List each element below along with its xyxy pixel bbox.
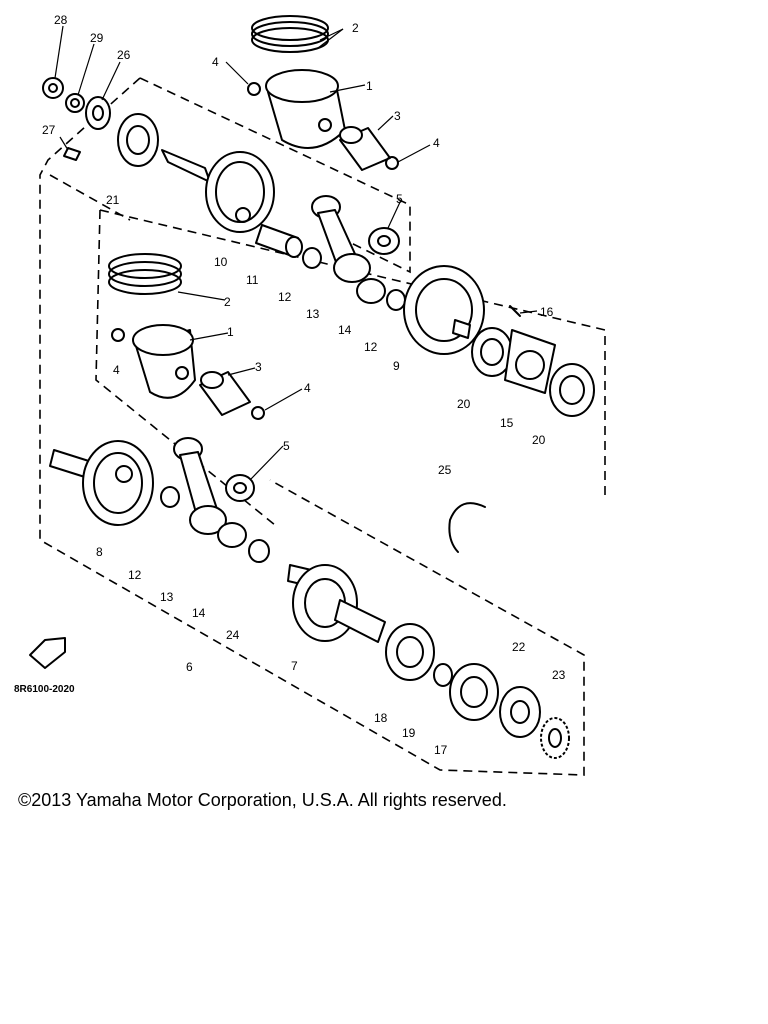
callout-9: 9	[393, 359, 400, 373]
crank-pin-11	[255, 224, 303, 258]
callout-6: 6	[186, 660, 193, 674]
crankshaft-piston-exploded-diagram: 28 29 26 27 21 2 4 1 3 4 5 10 11 12 2 13…	[14, 13, 606, 776]
callout-10: 10	[214, 255, 228, 269]
crank-half-8	[49, 440, 154, 526]
callout-8: 8	[96, 545, 103, 559]
callout-16: 16	[540, 305, 554, 319]
callout-26: 26	[117, 48, 131, 62]
callout-12-lower: 12	[128, 568, 142, 582]
oil-seal-left	[42, 77, 111, 161]
circlip-upper	[247, 82, 399, 170]
callout-12-upper-left: 12	[278, 290, 292, 304]
callout-14-upper: 14	[338, 323, 352, 337]
washer-19	[433, 663, 453, 687]
piston-upper	[265, 69, 346, 149]
washer-12-lower	[160, 486, 270, 563]
callout-28: 28	[54, 13, 68, 27]
callout-12-upper-right: 12	[364, 340, 378, 354]
bearing-14-lower	[217, 522, 247, 548]
callout-2-lower: 2	[224, 295, 231, 309]
callout-5-upper: 5	[396, 192, 403, 206]
callout-14-lower: 14	[192, 606, 206, 620]
bearing-18	[385, 623, 435, 681]
callout-1-lower: 1	[227, 325, 234, 339]
assembly-outlines	[39, 77, 606, 776]
callout-18: 18	[374, 711, 388, 725]
clip-25	[448, 502, 486, 553]
conrod-lower	[173, 437, 227, 535]
piston-lower	[132, 324, 196, 399]
leader-lines	[54, 25, 538, 481]
piston-pin-upper	[339, 126, 391, 171]
callout-27: 27	[42, 123, 56, 137]
callout-22: 22	[512, 640, 526, 654]
callout-11: 11	[246, 273, 259, 287]
callout-2-upper: 2	[352, 21, 359, 35]
bearing-14-upper	[356, 278, 386, 304]
bearing-17	[449, 663, 499, 721]
callout-29: 29	[90, 31, 104, 45]
callout-15: 15	[500, 416, 514, 430]
callout-labels: 28 29 26 27 21 2 4 1 3 4 5 10 11 12 2 13…	[14, 13, 566, 757]
crank-half-10	[161, 149, 275, 233]
callout-7: 7	[291, 659, 298, 673]
conrod-upper	[311, 195, 371, 283]
callout-5-lower: 5	[283, 439, 290, 453]
bearing-5-upper	[368, 227, 400, 255]
callout-4-lower-right: 4	[304, 381, 311, 395]
diagram-code: 8R6100-2020	[14, 684, 75, 695]
piston-ring-lower	[108, 253, 182, 295]
callout-1-upper: 1	[366, 79, 373, 93]
direction-arrow-icon	[29, 637, 66, 669]
crank-half-9	[403, 265, 485, 355]
callout-21: 21	[106, 193, 120, 207]
circlip-lower	[111, 328, 265, 420]
callout-3-upper: 3	[394, 109, 401, 123]
callout-24: 24	[226, 628, 240, 642]
callout-4-lower-left: 4	[113, 363, 120, 377]
bearing-20-and-15	[471, 305, 595, 417]
piston-pin-lower	[199, 371, 251, 416]
callout-23: 23	[552, 668, 566, 682]
callout-19: 19	[402, 726, 416, 740]
callout-4-upper-left: 4	[212, 55, 219, 69]
callout-20-right: 20	[532, 433, 546, 447]
gear-23	[540, 717, 570, 759]
crank-half-7	[287, 564, 386, 643]
seal-22	[499, 686, 541, 738]
callout-25: 25	[438, 463, 452, 477]
callout-20-left: 20	[457, 397, 471, 411]
callout-13-lower: 13	[160, 590, 174, 604]
callout-13-upper: 13	[306, 307, 320, 321]
bearing-21	[117, 113, 159, 167]
callout-3-lower: 3	[255, 360, 262, 374]
bearing-5-lower	[225, 474, 255, 502]
callout-4-upper-right: 4	[433, 136, 440, 150]
copyright-notice: ©2013 Yamaha Motor Corporation, U.S.A. A…	[18, 790, 507, 810]
piston-ring-upper	[251, 15, 329, 53]
callout-17: 17	[434, 743, 448, 757]
